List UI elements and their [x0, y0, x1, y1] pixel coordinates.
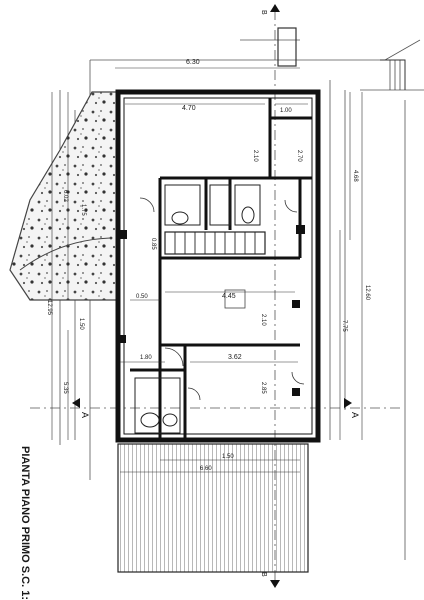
drawing-title: PIANTA PIANO PRIMO S.C. 1:50 [19, 446, 31, 600]
dim-small-room: 1.00 [280, 108, 292, 114]
dim-vertical-a: 2.10 [252, 150, 258, 162]
dim-vertical-e: 1.75 [80, 204, 86, 216]
staircase [164, 231, 266, 255]
door-swings [139, 197, 305, 401]
dim-room-top-width: 4.70 [182, 105, 196, 112]
dim-mid-room: 4.45 [222, 293, 236, 300]
top-entry [277, 27, 297, 67]
dim-bottom-b: 6.60 [200, 466, 212, 472]
dim-stair-gap: 0.85 [150, 238, 156, 250]
columns [118, 225, 305, 396]
dim-left-b: 1.50 [78, 318, 84, 330]
section-marker-b-top: B [260, 10, 267, 15]
dim-bottom-a: 1.50 [222, 454, 234, 460]
dim-right-total: 12.60 [364, 285, 370, 301]
dim-low-room: 3.62 [228, 354, 242, 361]
dim-top-width: 6.30 [186, 59, 200, 66]
dim-left-c: 5.35 [62, 382, 68, 394]
section-marker-a-right: A [350, 412, 360, 418]
table-mark [224, 289, 246, 309]
terrace-hatch [117, 443, 309, 573]
dimension-labels: 6.30 4.70 1.00 4.68 12.60 7.75 12.95 6.0… [46, 59, 370, 472]
dimension-lines [51, 67, 363, 473]
dim-right-upper: 4.68 [352, 170, 358, 182]
dim-mid-left: 0.50 [136, 294, 148, 300]
dim-left-a: 6.02 [62, 190, 68, 202]
dim-right-inner: 7.75 [341, 320, 347, 332]
bathroom-fixtures [134, 184, 261, 434]
exterior-walls [115, 89, 321, 443]
dim-low-left: 1.80 [140, 355, 152, 361]
section-marker-b-bottom: B [260, 572, 267, 577]
dim-vertical-c: 2.85 [260, 382, 266, 394]
dim-left-total: 12.95 [46, 300, 52, 316]
section-marker-a-left: A [80, 412, 90, 418]
section-markers: A A B B [72, 4, 360, 588]
interior-walls [130, 98, 312, 440]
dim-vertical-d: 2.70 [296, 150, 302, 162]
dim-vertical-b: 2.10 [260, 314, 266, 326]
